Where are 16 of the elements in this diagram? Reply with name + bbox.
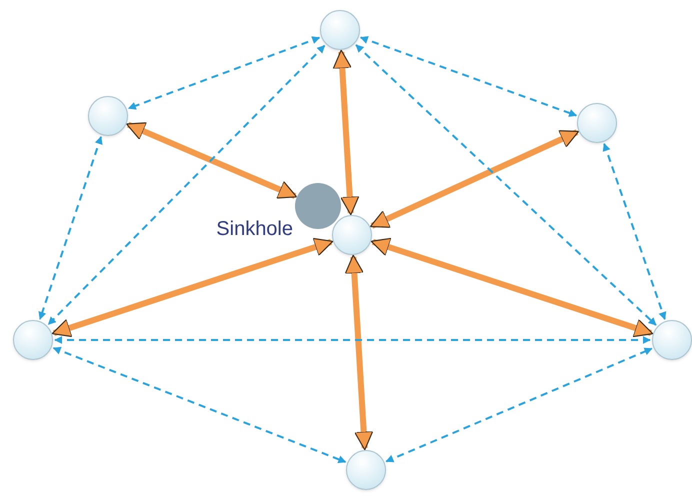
dashed-arrow bbox=[54, 336, 651, 344]
dashed-arrow bbox=[48, 44, 326, 326]
double-arrow bbox=[332, 50, 360, 216]
dashed-arrow bbox=[355, 44, 657, 326]
double-arrow bbox=[52, 238, 334, 338]
dashed-arrow bbox=[360, 36, 578, 117]
double-arrow bbox=[344, 254, 374, 450]
dashed-arrow bbox=[38, 136, 103, 320]
double-arrow bbox=[126, 122, 298, 199]
dashed-arrow bbox=[52, 346, 346, 464]
double-arrow bbox=[370, 129, 580, 229]
double-arrow bbox=[370, 238, 654, 338]
dashed-arrow bbox=[386, 348, 652, 462]
dashed-arrow bbox=[602, 143, 666, 320]
node-label: Sinkhole bbox=[216, 219, 293, 239]
dashed-arrow bbox=[128, 36, 320, 110]
